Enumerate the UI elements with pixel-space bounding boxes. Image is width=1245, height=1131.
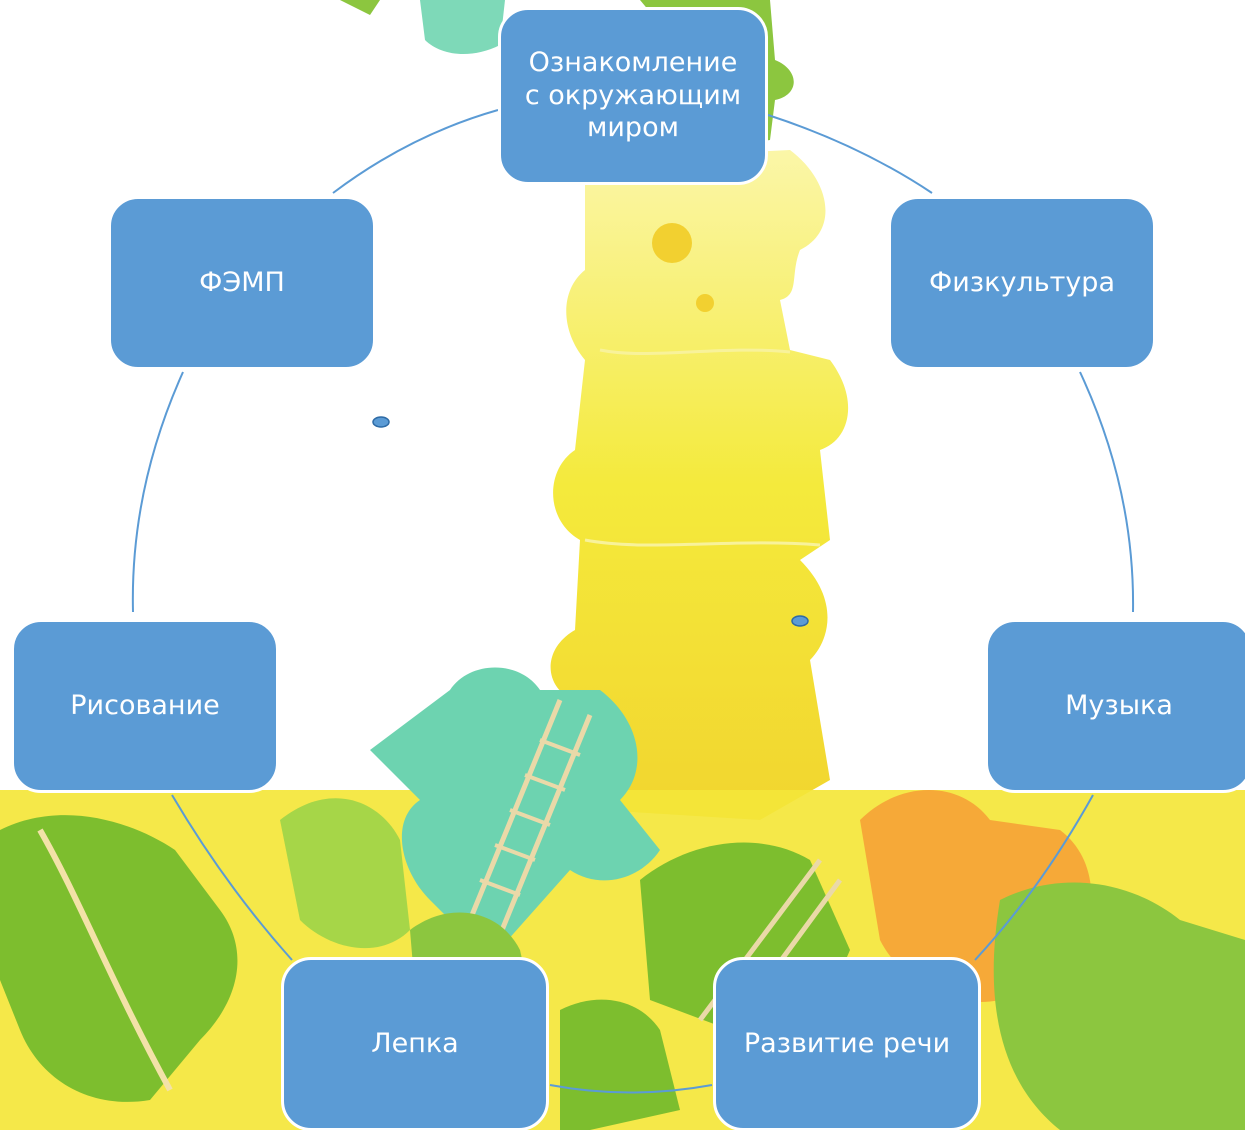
node-fizkultura: Физкультура [888,196,1156,370]
node-okruzhayushchiy-mir: Ознакомление с окружающим миром [498,7,768,185]
connector-5 [171,794,293,961]
node-label: Ознакомление с окружающим миром [524,46,742,144]
node-label: Развитие речи [743,1027,951,1059]
node-muzyka: Музыка [985,619,1245,793]
node-femp: ФЭМП [108,196,376,370]
connector-6 [974,794,1094,961]
connector-1 [332,109,499,194]
node-razvitie-rechi: Развитие речи [713,957,981,1131]
marker-dot [372,416,390,428]
yellow-puzzle-column [550,150,849,820]
cycle-connectors [131,109,1135,1094]
connector-4 [1079,371,1135,613]
marker-dot [791,615,809,627]
node-label: Рисование [70,689,220,721]
node-lepka: Лепка [281,957,549,1131]
node-label: Физкультура [929,266,1115,298]
node-risovanie: Рисование [11,619,279,793]
connector-2 [767,114,933,194]
connector-3 [131,371,184,613]
node-label: ФЭМП [199,266,285,298]
connector-7 [549,1084,713,1094]
node-label: Музыка [1065,689,1173,721]
node-label: Лепка [371,1027,459,1059]
